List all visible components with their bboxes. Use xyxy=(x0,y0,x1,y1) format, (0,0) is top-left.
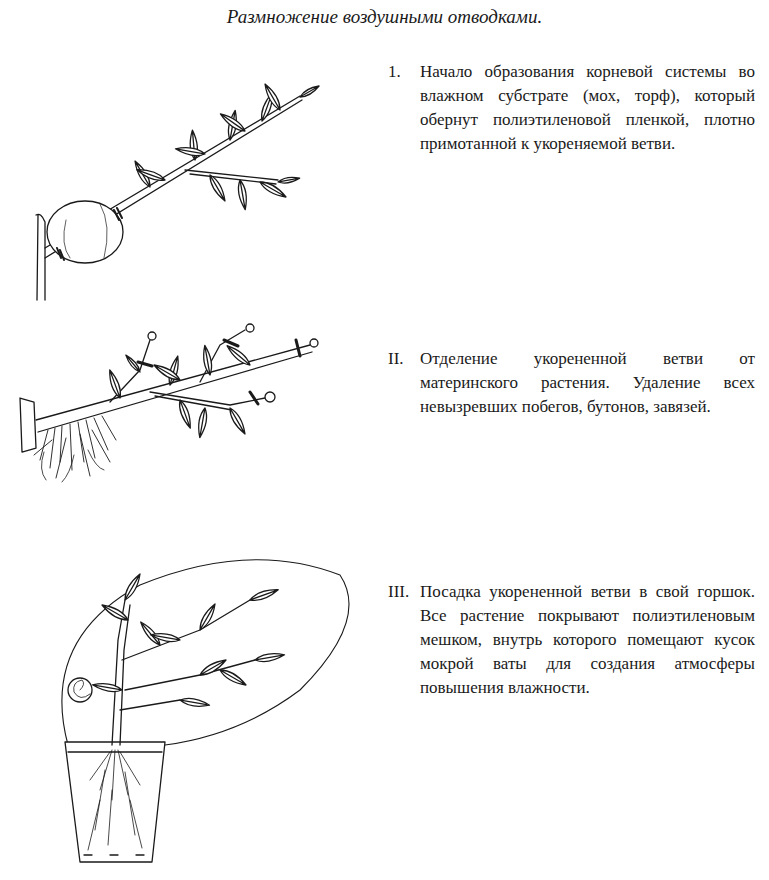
layering-figure-1 xyxy=(36,82,320,300)
step-number: III. xyxy=(388,580,409,604)
figure-title: Размножение воздушными отводками. xyxy=(0,6,769,28)
layering-figure-3 xyxy=(62,560,349,862)
step-number: 1. xyxy=(388,60,401,84)
layering-figure-2 xyxy=(20,324,318,482)
step-description: Начало образования корневой системы во в… xyxy=(420,60,755,156)
step-description: Отделение укорененной ветви от материнск… xyxy=(420,347,755,419)
step-number: II. xyxy=(388,347,404,371)
step-description: Посадка укорененной ветви в свой горшок.… xyxy=(420,580,755,700)
